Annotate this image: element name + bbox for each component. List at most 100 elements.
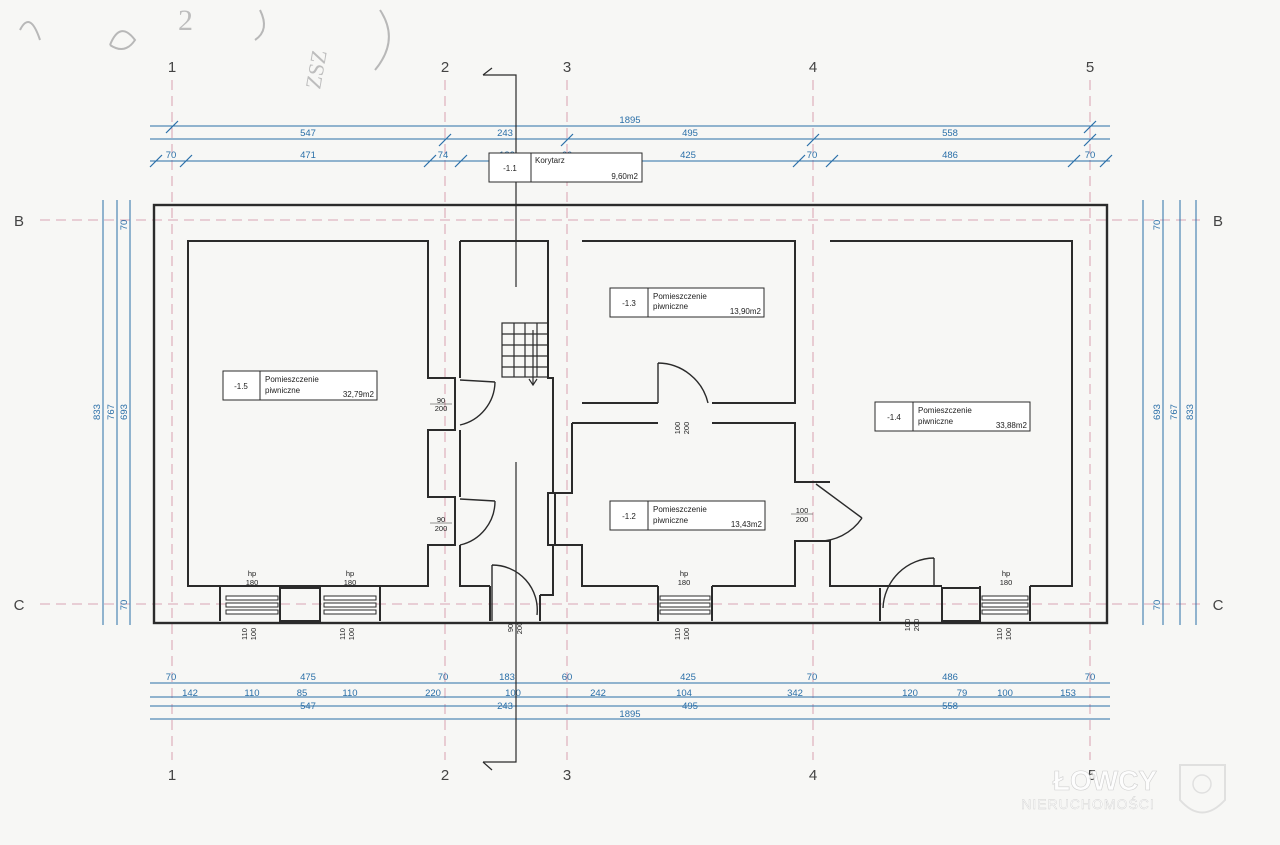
side-dimensions: 833 767 693 70 70 833 767 693 70 70: [92, 220, 1196, 611]
window-1-w: 110: [240, 628, 249, 640]
dim-right-mid: 767: [1169, 404, 1180, 420]
axis-col-2-top: 2: [441, 59, 449, 76]
dim-bottom-mid-4: 558: [942, 701, 958, 712]
window-2-h: 100: [347, 628, 356, 641]
dim-bottom-total: 1895: [619, 709, 640, 720]
dim-bottom-open-10: 120: [902, 688, 918, 699]
dim-left-wall-bottom: 70: [119, 600, 130, 611]
lion-shield-icon: [1179, 764, 1226, 814]
axis-col-2-bottom: 2: [441, 767, 449, 784]
watermark-line-2: NIERUCHOMOŚCI: [1021, 795, 1155, 812]
room-1-3-name-1: Pomieszczenie: [653, 292, 707, 301]
window-1-hp: hp: [248, 569, 256, 578]
window-3-sill: 180: [678, 578, 691, 587]
dim-top-mid-1: 547: [300, 128, 316, 139]
room-1-5-name-1: Pomieszczenie: [265, 375, 319, 384]
dim-top-mid-2: 243: [497, 128, 513, 139]
dim-top-inner-3: 74: [438, 150, 449, 161]
window-2-hp: hp: [346, 569, 354, 578]
dim-left-total: 833: [92, 404, 103, 420]
dim-bottom-open-3: 85: [297, 688, 308, 699]
watermark-logo: ŁOWCY NIERUCHOMOŚCI: [1021, 764, 1226, 814]
axis-row-b-left: B: [14, 213, 24, 230]
dim-top-total: 1895: [619, 115, 640, 126]
axis-col-3-top: 3: [563, 59, 571, 76]
window-4-h: 100: [1004, 628, 1013, 641]
dim-left-inner: 693: [119, 404, 130, 420]
dim-bottom-open-11: 79: [957, 688, 968, 699]
window-4-hp: hp: [1002, 569, 1010, 578]
dim-top-inner-6: 425: [680, 150, 696, 161]
dim-top-mid-3: 495: [682, 128, 698, 139]
axis-row-c-right: C: [1213, 597, 1224, 614]
room-label-1-5: -1.5 Pomieszczenie piwniczne 32,79m2: [222, 370, 378, 401]
dim-bottom-inner-2: 475: [300, 672, 316, 683]
dim-bottom-open-1: 142: [182, 688, 198, 699]
room-1-3-area: 13,90m2: [730, 307, 762, 316]
dim-right-wall-top: 70: [1152, 220, 1163, 231]
door-2-h: 200: [435, 524, 448, 533]
axis-col-4-top: 4: [809, 59, 817, 76]
windows: [225, 595, 1029, 615]
window-1-sill: 180: [246, 578, 259, 587]
room-1-2-name-1: Pomieszczenie: [653, 505, 707, 514]
room-outline-1-3: [582, 240, 796, 404]
dim-top-inner-8: 486: [942, 150, 958, 161]
window-2-w: 110: [338, 628, 347, 640]
room-1-4-name-1: Pomieszczenie: [918, 406, 972, 415]
room-1-4-area: 33,88m2: [996, 421, 1028, 430]
axis-row-c-left: C: [14, 597, 25, 614]
room-1-3-number: -1.3: [622, 299, 636, 308]
room-1-5-area: 32,79m2: [343, 390, 375, 399]
dim-bottom-inner-4: 183: [499, 672, 515, 683]
dimension-ticks: [149, 120, 1113, 168]
room-outline-1-2: [572, 422, 812, 587]
staircase: [501, 322, 549, 387]
room-outline-1-5: [187, 240, 456, 587]
dim-bottom-open-12: 100: [997, 688, 1013, 699]
dim-bottom-inner-3: 70: [438, 672, 449, 683]
room-1-2-left-wall: [554, 423, 573, 546]
room-label-1-4: -1.4 Pomieszczenie piwniczne 33,88m2: [874, 401, 1031, 432]
dim-bottom-open-13: 153: [1060, 688, 1076, 699]
dim-bottom-mid-1: 547: [300, 701, 316, 712]
corridor-outline: [460, 240, 554, 596]
door-3-h: 200: [515, 622, 524, 635]
room-label-1-1: -1.1 Korytarz 9,60m2: [488, 152, 643, 183]
dim-right-wall-bottom: 70: [1152, 600, 1163, 611]
dim-bottom-inner-5: 60: [562, 672, 573, 683]
axis-col-1-top: 1: [168, 59, 176, 76]
dim-bottom-inner-8: 486: [942, 672, 958, 683]
window-1-h: 100: [249, 628, 258, 641]
handwriting-zsz: ZSZ: [300, 48, 331, 91]
room-1-2-number: -1.2: [622, 512, 636, 521]
window-2-sill: 180: [344, 578, 357, 587]
dim-bottom-open-7: 242: [590, 688, 606, 699]
dim-bottom-open-4: 110: [342, 688, 357, 699]
dim-bottom-mid-3: 495: [682, 701, 698, 712]
door-5-h: 200: [796, 515, 809, 524]
door-1-w: 90: [437, 396, 445, 405]
room-1-2-area: 13,43m2: [731, 520, 763, 529]
dim-bottom-mid-2: 243: [497, 701, 513, 712]
door-labels: 90 200 90 200 90 200 100 200 100 200 100…: [430, 396, 921, 634]
lion-head-icon: [1192, 774, 1212, 794]
dim-bottom-inner-9: 70: [1085, 672, 1096, 683]
axis-labels: 1 2 3 4 5 1 2 3 4 5 B B C C: [14, 59, 1224, 784]
bottom-dimensions: 70 475 70 183 60 425 70 486 70 142 110 8…: [166, 672, 1096, 720]
window-3-w: 110: [673, 628, 682, 640]
handwritten-notes: [19, 9, 390, 71]
axis-col-5-bottom: 5: [1088, 767, 1096, 784]
door-6-w: 100: [903, 619, 912, 632]
window-4-w: 110: [995, 628, 1004, 640]
room-1-4-name-2: piwniczne: [918, 417, 954, 426]
dimension-lines: [102, 125, 1197, 720]
dim-bottom-inner-1: 70: [166, 672, 177, 683]
window-4-sill: 180: [1000, 578, 1013, 587]
dim-top-mid-4: 558: [942, 128, 958, 139]
dim-left-mid: 767: [106, 404, 117, 420]
section-line: [482, 67, 517, 771]
dim-right-inner: 693: [1152, 404, 1163, 420]
room-1-1-area: 9,60m2: [611, 172, 638, 181]
